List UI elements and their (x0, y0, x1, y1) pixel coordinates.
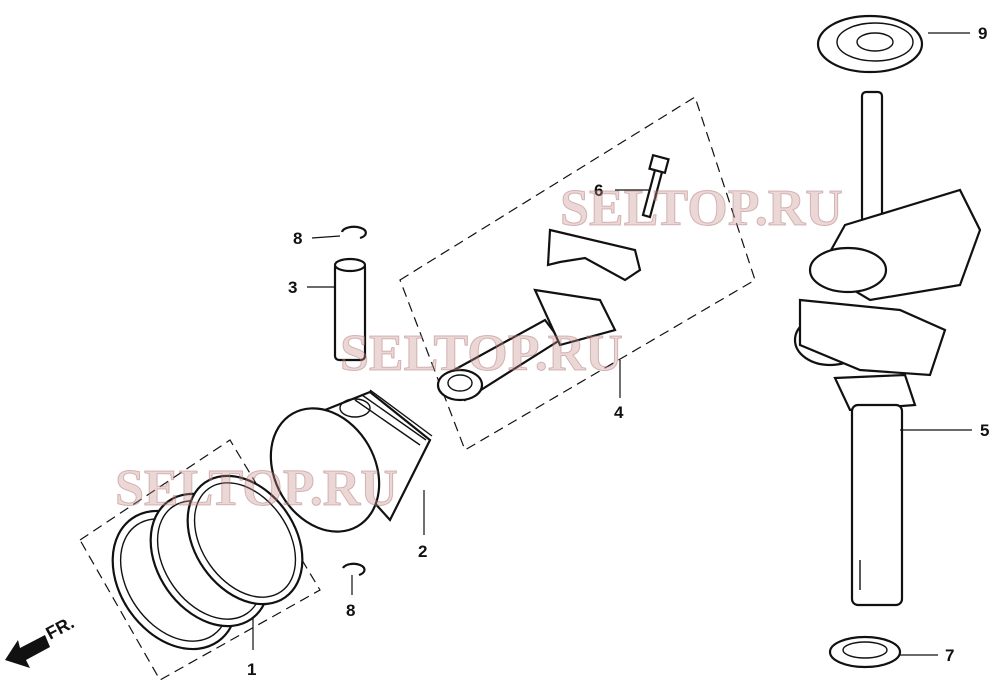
watermark: SELTOP.RU (340, 325, 623, 382)
callout-8-bottom: 8 (346, 601, 355, 620)
rings-group-box (79, 439, 321, 681)
watermark: SELTOP.RU (115, 460, 398, 517)
piston (269, 389, 433, 533)
callout-2: 2 (418, 542, 427, 561)
pin-clip-top (340, 225, 367, 240)
front-direction-arrow: FR. (5, 612, 77, 668)
piston-rings (111, 474, 304, 651)
callout-4: 4 (614, 403, 624, 422)
front-label: FR. (42, 612, 77, 643)
callout-5: 5 (980, 421, 989, 440)
callout-3: 3 (288, 278, 297, 297)
callout-8-top: 8 (293, 229, 302, 248)
pin-clip-bottom (342, 562, 366, 577)
callout-1: 1 (247, 660, 256, 679)
ball-bearing (816, 14, 924, 74)
piston-pin (333, 257, 367, 362)
rod-bolt (641, 153, 670, 219)
watermark: SELTOP.RU (560, 180, 843, 237)
connecting-rod (436, 228, 642, 402)
callout-7: 7 (945, 646, 954, 665)
thrust-washer (828, 635, 902, 669)
callout-6: 6 (594, 181, 603, 200)
crankshaft (793, 90, 982, 607)
callout-9: 9 (978, 24, 987, 43)
